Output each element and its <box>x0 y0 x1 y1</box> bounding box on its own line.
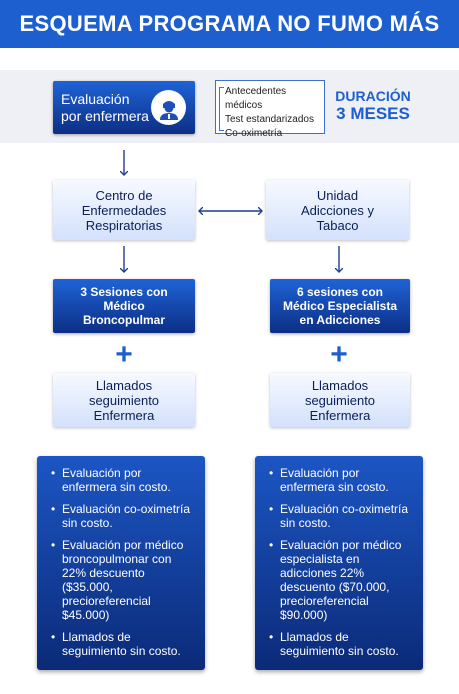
list-item: Evaluación por enfermera sin costo. <box>269 466 411 494</box>
right-followup-box: Llamados seguimiento Enfermera <box>270 373 410 427</box>
duration-line2: 3 MESES <box>336 104 410 123</box>
left-sessions-label: 3 Sesiones con Médico Broncopulmar <box>80 285 168 327</box>
right-sessions-label: 6 sesiones con Médico Especialista en Ad… <box>282 285 398 327</box>
list-item: Evaluación por médico especialista en ad… <box>269 538 411 622</box>
info-item: Antecedentes médicos <box>225 86 287 111</box>
duration-label: DURACIÓN 3 MESES <box>333 88 413 122</box>
list-item: Evaluación co-oximetría sin costo. <box>51 502 193 530</box>
info-item: Co-oximetría <box>225 128 283 139</box>
list-item: Llamados de seguimiento sin costo. <box>269 630 411 658</box>
duration-line1: DURACIÓN <box>335 88 411 104</box>
left-sessions-box: 3 Sesiones con Médico Broncopulmar <box>53 279 195 333</box>
list-item: Evaluación por médico broncopulmonar con… <box>51 538 193 622</box>
right-sessions-box: 6 sesiones con Médico Especialista en Ad… <box>270 279 410 333</box>
left-followup-label: Llamados seguimiento Enfermera <box>88 377 160 423</box>
right-benefits-panel: Evaluación por enfermera sin costo. Eval… <box>255 456 423 670</box>
info-box: Antecedentes médicos Test estandarizados… <box>215 80 325 139</box>
right-plus-icon: + <box>330 338 348 371</box>
bracket-line <box>219 87 224 131</box>
evaluation-box: Evaluación por enfermera <box>53 81 195 134</box>
left-followup-box: Llamados seguimiento Enfermera <box>53 373 195 427</box>
list-item: Evaluación co-oximetría sin costo. <box>269 502 411 530</box>
right-center-box: Unidad Adicciones y Tabaco <box>266 180 409 240</box>
page-title: ESQUEMA PROGRAMA NO FUMO MÁS <box>0 0 459 48</box>
left-center-label: Centro de Enfermedades Respiratorias <box>81 187 167 233</box>
list-item: Llamados de seguimiento sin costo. <box>51 630 193 658</box>
nurse-icon <box>151 90 186 125</box>
right-center-label: Unidad Adicciones y Tabaco <box>301 187 374 233</box>
list-item: Evaluación por enfermera sin costo. <box>51 466 193 494</box>
left-benefits-panel: Evaluación por enfermera sin costo. Eval… <box>37 456 205 670</box>
right-followup-label: Llamados seguimiento Enfermera <box>304 377 376 423</box>
left-plus-icon: + <box>115 338 133 371</box>
evaluation-label: Evaluación por enfermera <box>61 90 149 124</box>
left-center-box: Centro de Enfermedades Respiratorias <box>53 180 195 240</box>
info-item: Test estandarizados <box>225 114 314 125</box>
